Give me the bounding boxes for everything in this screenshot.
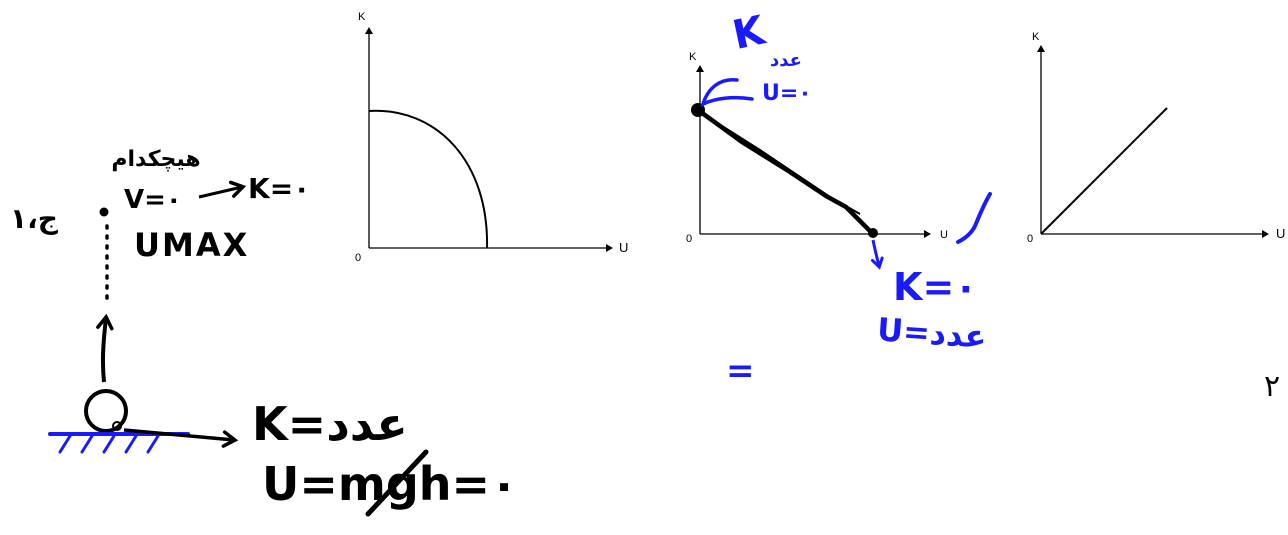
page-number: ۲	[1264, 369, 1280, 404]
graph-2-annotations: K عدد U=۰ K=۰ U=عدد =	[700, 7, 992, 391]
graph-2-line-overstroke	[699, 111, 861, 215]
graph2-k-zero: K=۰	[893, 265, 977, 309]
graph2-u-value: U=عدد	[876, 310, 988, 356]
graph-1-origin-label: 0	[355, 252, 361, 264]
upward-arrow	[96, 313, 114, 383]
graph2-k-label: K	[729, 7, 771, 59]
graph-1-y-label: K	[358, 11, 366, 23]
graph2-end-arrow	[870, 239, 884, 270]
projectile-sketch: هیچکدام ج،۱ V=۰ K=۰ UMAX K=عدد U=mgh=۰	[10, 147, 518, 517]
top-state-potential: UMAX	[134, 226, 249, 264]
graph-3-x-label: U	[1276, 226, 1285, 241]
ground-hatching	[58, 434, 160, 454]
graph-3-y-label: K	[1032, 31, 1040, 43]
left-heading: هیچکدام	[111, 147, 200, 172]
ball-icon	[84, 389, 128, 433]
graph2-start-bracket	[700, 78, 754, 108]
graph2-check-mark	[956, 192, 992, 244]
graph-3: K U 0	[1027, 31, 1285, 245]
graph-2-line	[695, 107, 875, 236]
top-state-kinetic: K=۰	[248, 172, 310, 205]
top-position-dot	[99, 207, 109, 217]
top-state-velocity: V=۰	[124, 185, 182, 215]
graph-3-origin-label: 0	[1027, 233, 1033, 245]
ball-center-mark	[112, 421, 122, 431]
graph-2-origin-label: 0	[686, 233, 692, 245]
graph2-u-zero: U=۰	[762, 81, 812, 106]
graph-2: K U 0	[686, 51, 948, 245]
graph-3-line	[1040, 107, 1168, 235]
graph-2-end-point	[868, 228, 878, 238]
graph-1: K U 0	[355, 11, 628, 264]
top-state-arrow	[198, 180, 247, 199]
graph-2-x-label: U	[940, 229, 948, 241]
left-option-label: ج،۱	[10, 202, 59, 236]
graph2-k-value: عدد	[770, 50, 802, 71]
graph-2-y-label: K	[689, 51, 697, 63]
bottom-state-kinetic: K=عدد	[252, 397, 408, 451]
bottom-state-potential: U=mgh=۰	[262, 457, 518, 511]
equals-mark: =	[726, 351, 755, 391]
strike-through-gh	[365, 449, 429, 517]
graph-1-x-label: U	[619, 240, 628, 255]
graph-1-curve	[368, 109, 489, 249]
ground-state-arrow	[123, 428, 239, 448]
